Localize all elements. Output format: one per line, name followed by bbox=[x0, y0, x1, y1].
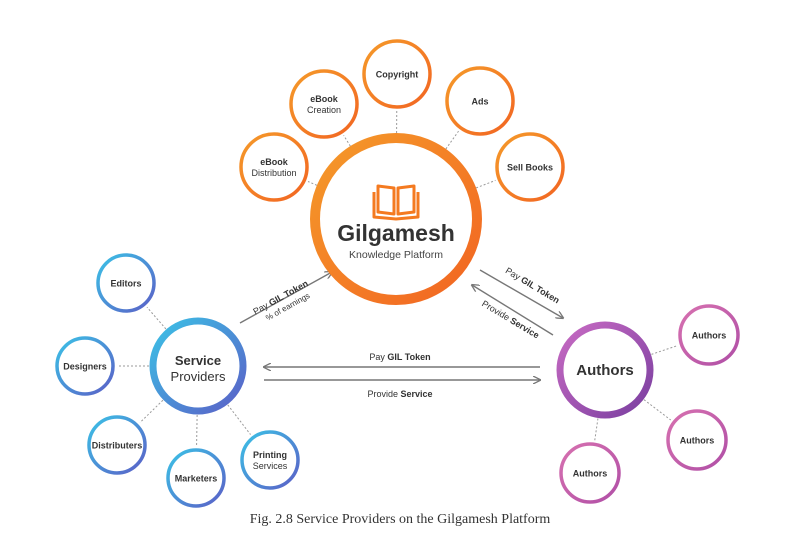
service_providers-satellite-label-1-0: Designers bbox=[63, 362, 107, 372]
platform_services-connector-4 bbox=[476, 180, 495, 188]
service-providers-label-2: Providers bbox=[171, 369, 226, 384]
service_providers-connector-2 bbox=[140, 400, 163, 422]
platform_services-connector-0 bbox=[308, 182, 317, 186]
platform_services-satellite-label-1-0: eBook bbox=[310, 94, 339, 104]
service_providers-satellite-label-4-1: Services bbox=[253, 461, 288, 471]
platform_services-satellite-label-1-1: Creation bbox=[307, 105, 341, 115]
service_providers-satellite-label-3-0: Marketers bbox=[175, 474, 218, 484]
authors-satellite-0: Authors bbox=[680, 306, 738, 364]
service_providers-satellite-0: Editors bbox=[98, 255, 154, 311]
authors-connector-1 bbox=[644, 400, 671, 420]
service_providers-satellite-label-4-0: Printing bbox=[253, 450, 287, 460]
platform_services-connector-1 bbox=[344, 135, 351, 146]
authors-satellite-2: Authors bbox=[561, 444, 619, 502]
platform_services-satellite-4: Sell Books bbox=[497, 134, 563, 200]
service_providers-satellite-3: Marketers bbox=[168, 450, 224, 506]
authors-connector-2 bbox=[595, 418, 598, 440]
authors-node: Authors bbox=[560, 325, 650, 415]
figure-caption: Fig. 2.8 Service Providers on the Gilgam… bbox=[0, 512, 800, 528]
service_providers-satellite-2: Distributers bbox=[89, 417, 145, 473]
service_providers-connector-4 bbox=[228, 405, 251, 435]
service_providers-satellite-label-0-0: Editors bbox=[110, 279, 141, 289]
platform_services-satellite-label-0-1: Distribution bbox=[251, 168, 296, 178]
service_providers-connector-3 bbox=[197, 415, 198, 446]
authors-connector-0 bbox=[651, 346, 677, 355]
authors-satellite-label-0-0: Authors bbox=[692, 331, 727, 341]
platform_services-satellite-label-2-0: Copyright bbox=[376, 70, 419, 80]
platform_services-satellite-label-0-0: eBook bbox=[260, 157, 289, 167]
service-providers-label-1: Service bbox=[175, 353, 221, 368]
service-providers-node: Service Providers bbox=[153, 321, 243, 411]
authors-label: Authors bbox=[576, 362, 634, 379]
service_providers-satellite-label-2-0: Distributers bbox=[92, 441, 143, 451]
authors-satellite-label-2-0: Authors bbox=[573, 469, 608, 479]
platform-node: Gilgamesh Knowledge Platform bbox=[315, 138, 477, 300]
label-sp-to-authors: Provide Service bbox=[367, 389, 432, 399]
platform_services-satellite-label-3-0: Ads bbox=[471, 97, 488, 107]
platform_services-satellite-3: Ads bbox=[447, 68, 513, 134]
platform-subtitle: Knowledge Platform bbox=[349, 249, 443, 261]
authors-satellite-label-1-0: Authors bbox=[680, 436, 715, 446]
label-authors-to-platform: Provide Service bbox=[480, 298, 541, 340]
platform_services-satellite-2: Copyright bbox=[364, 41, 430, 107]
service_providers-connector-0 bbox=[147, 307, 166, 329]
label-authors-to-sp: Pay GIL Token bbox=[369, 352, 430, 362]
platform-name: Gilgamesh bbox=[337, 220, 455, 246]
platform_services-connector-3 bbox=[446, 131, 459, 149]
label-platform-to-authors: Pay GIL Token bbox=[504, 265, 562, 305]
service_providers-satellite-1: Designers bbox=[57, 338, 113, 394]
platform_services-satellite-label-4-0: Sell Books bbox=[507, 163, 553, 173]
authors-satellite-1: Authors bbox=[668, 411, 726, 469]
